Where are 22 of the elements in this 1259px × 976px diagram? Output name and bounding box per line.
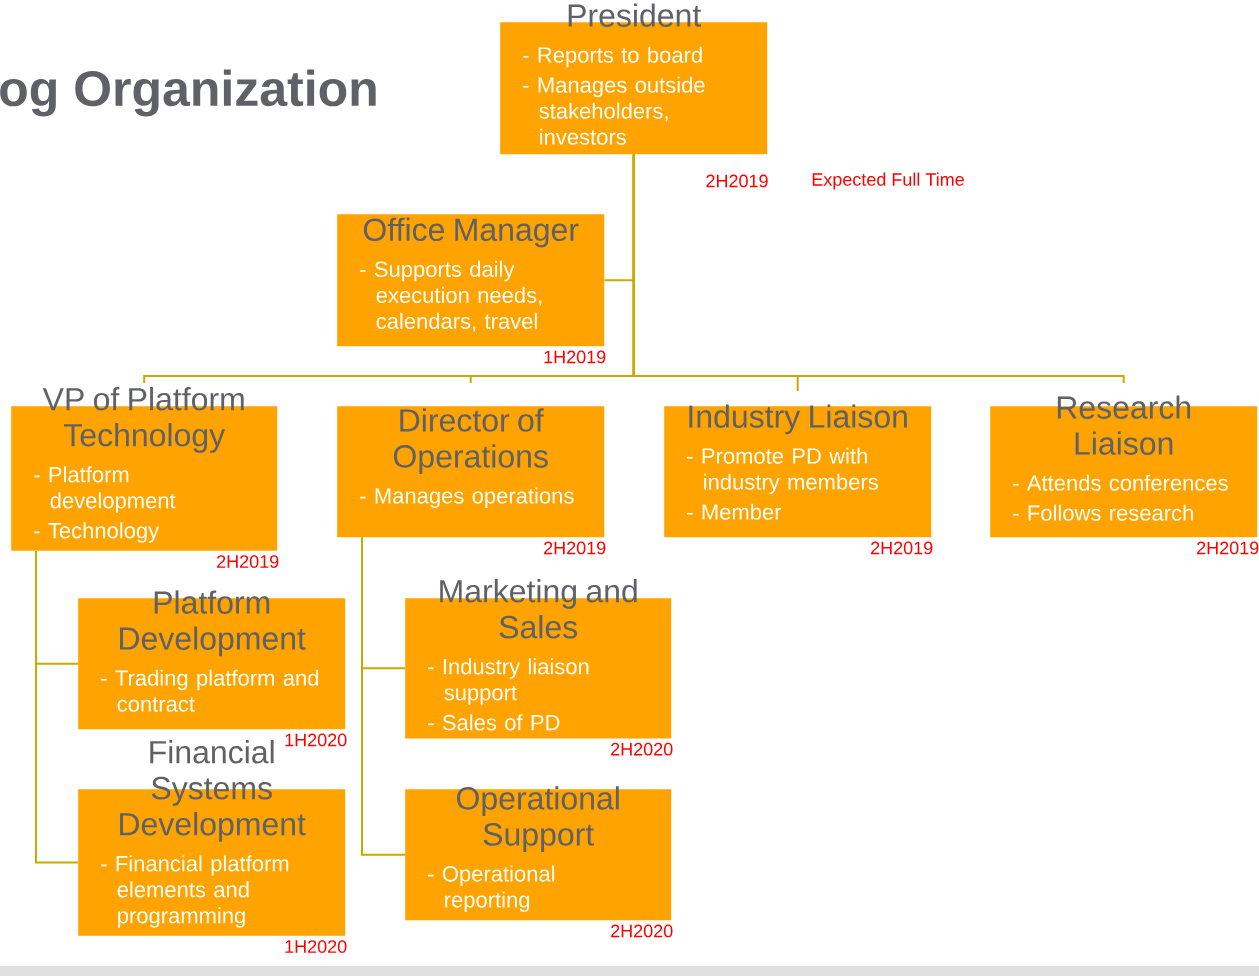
connector-line: [35, 549, 79, 864]
date-label: 2H2020: [611, 924, 673, 938]
role-box: Director of Operations - Manages operations: [337, 406, 605, 538]
role-box: Office Manager - Supports daily execution needs, calendars, travel: [337, 214, 605, 347]
date-label: 1H2020: [285, 733, 347, 747]
date-label: 2H2020: [611, 742, 673, 756]
page-title: og Organization: [0, 69, 376, 117]
date-label: 2H2019: [1197, 541, 1259, 555]
date-label: Expected Full Time: [812, 172, 964, 190]
role-box: President - Reports to board - Manages outside stakeholders, investors: [500, 3, 768, 155]
date-label: 2H2019: [544, 541, 606, 555]
date-label: 2H2019: [871, 541, 933, 555]
role-box: Industry Liaison - Promote PD with industry members - Member: [664, 404, 932, 538]
date-label: 2H2019: [706, 174, 768, 188]
date-label: 1H2019: [544, 350, 606, 364]
connector-line: [361, 536, 406, 856]
node-label: Financial: [150, 740, 274, 764]
role-box: Operational Support - Operational reporting: [405, 786, 672, 921]
date-label: 1H2020: [285, 940, 347, 953]
role-box: VP of Platform Technology - Platform development - Technology: [11, 387, 278, 551]
connector-line: [632, 153, 1125, 384]
date-label: 2H2019: [217, 555, 279, 568]
